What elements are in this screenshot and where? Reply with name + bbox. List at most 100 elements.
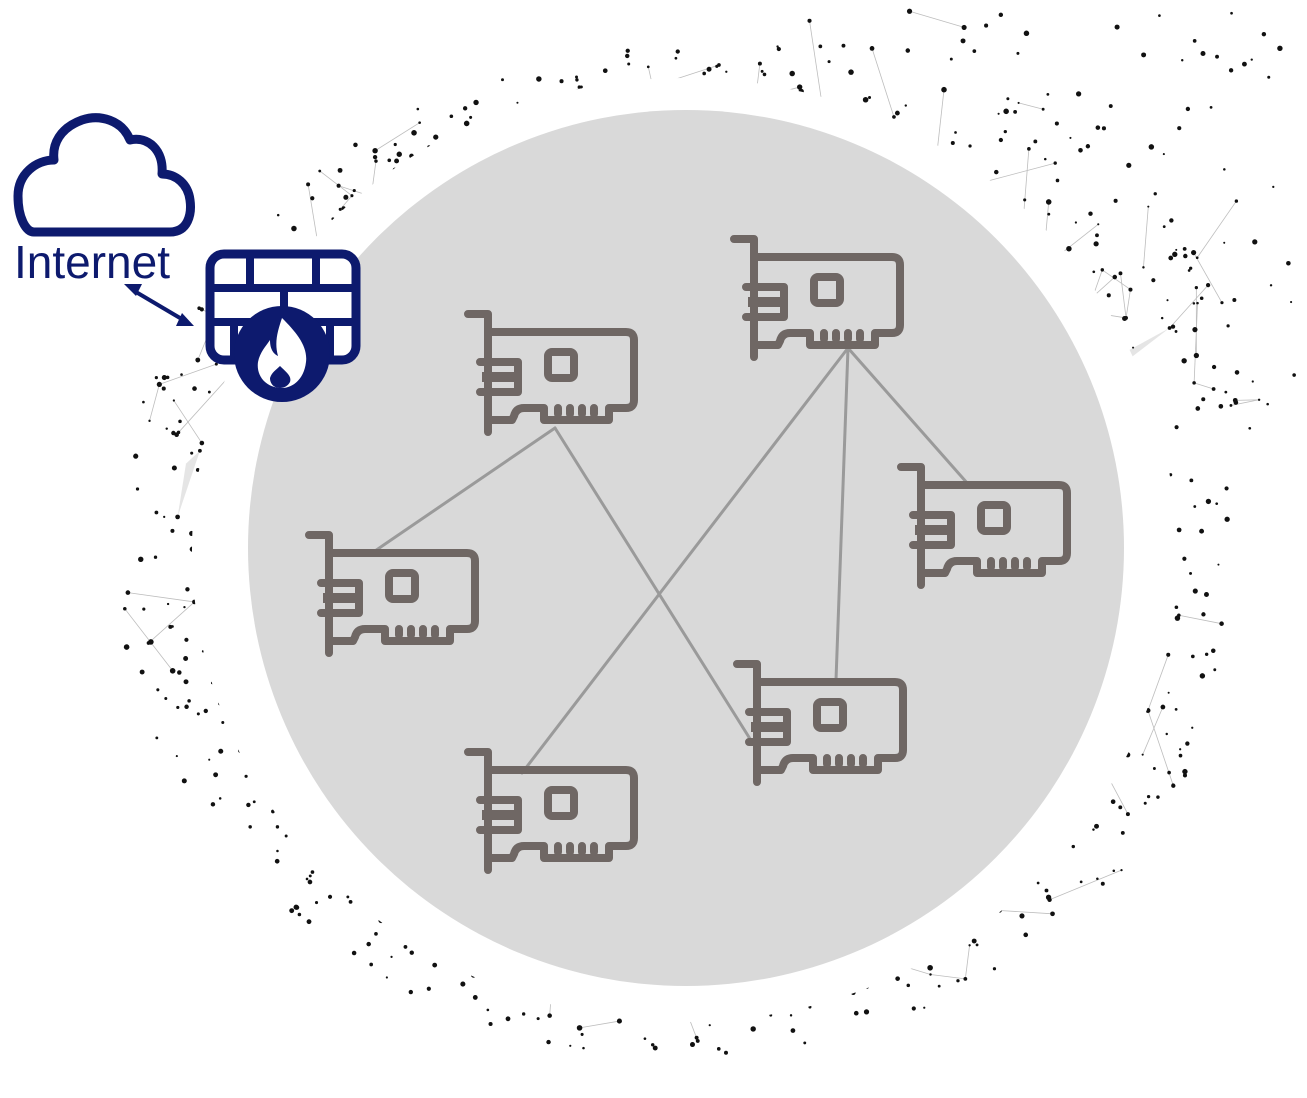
- mesh-dot: [1172, 251, 1178, 257]
- mesh-dot: [869, 46, 875, 51]
- mesh-dot: [1224, 390, 1228, 394]
- mesh-dot: [1213, 668, 1217, 672]
- mesh-dot: [183, 656, 189, 661]
- mesh-dot: [1162, 153, 1165, 156]
- mesh-dot: [343, 194, 349, 200]
- mesh-dot: [180, 373, 183, 376]
- mesh-dot: [1232, 397, 1238, 403]
- mesh-dot: [892, 115, 896, 119]
- mesh-dot: [1094, 823, 1099, 829]
- mesh-dot: [536, 1017, 540, 1021]
- mesh-dot: [706, 66, 712, 72]
- mesh-dot: [393, 142, 397, 147]
- mesh-dot: [154, 510, 159, 515]
- mesh-dot: [1219, 621, 1224, 626]
- mesh-dot: [1205, 283, 1211, 288]
- mesh-dot: [153, 555, 158, 559]
- internet-label: Internet: [14, 236, 170, 288]
- mesh-dot: [148, 419, 151, 423]
- mesh-dot: [166, 602, 170, 606]
- mesh-dot: [1195, 406, 1201, 411]
- mesh-dot: [1023, 932, 1029, 938]
- mesh-dot: [1146, 795, 1151, 799]
- mesh-dot: [310, 196, 315, 201]
- mesh-line: [1169, 284, 1209, 329]
- mesh-dot: [156, 381, 162, 388]
- mesh-dot: [252, 800, 256, 804]
- mesh-dot: [213, 772, 219, 778]
- mesh-line: [1193, 382, 1214, 390]
- mesh-dot: [992, 967, 997, 971]
- mesh-dot: [868, 96, 872, 100]
- mesh-line: [964, 945, 970, 979]
- mesh-dot: [1075, 91, 1082, 97]
- mesh-dot: [1092, 270, 1096, 274]
- mesh-dot: [1220, 301, 1224, 305]
- mesh-line: [173, 400, 203, 444]
- mesh-dot: [1171, 783, 1175, 787]
- mesh-dot: [1290, 300, 1293, 304]
- mesh-dot: [1019, 913, 1025, 919]
- mesh-line: [1193, 252, 1223, 303]
- mesh-dot: [1228, 68, 1234, 73]
- mesh-dot: [1232, 297, 1237, 302]
- mesh-dot: [1132, 346, 1135, 349]
- mesh-line: [1193, 303, 1198, 383]
- mesh-dot: [460, 981, 466, 987]
- mesh-dot: [1045, 199, 1052, 205]
- mesh-dot: [1027, 147, 1031, 151]
- mesh-dot: [1113, 198, 1118, 203]
- mesh-dot: [409, 950, 414, 955]
- mesh-dot: [338, 207, 342, 211]
- mesh-dot: [1189, 266, 1193, 270]
- mesh-dot: [221, 720, 225, 724]
- mesh-dot: [1156, 795, 1160, 799]
- mesh-line: [1102, 269, 1131, 290]
- mesh-line: [178, 375, 230, 433]
- mesh-dot: [403, 945, 408, 949]
- mesh-dot: [923, 1006, 926, 1009]
- mesh-dot: [1120, 830, 1125, 835]
- firewall-icon: [205, 249, 361, 402]
- mesh-dot: [1189, 478, 1194, 483]
- mesh-dot: [1053, 161, 1057, 165]
- mesh-dot: [627, 62, 631, 66]
- mesh-dot: [168, 624, 173, 629]
- mesh-dot: [643, 1037, 647, 1041]
- mesh-dot: [1226, 324, 1230, 328]
- network-links: [370, 346, 970, 775]
- mesh-dot: [906, 8, 913, 14]
- mesh-dot: [790, 1028, 796, 1033]
- mesh-dot: [246, 802, 251, 808]
- mesh-dot: [123, 644, 130, 650]
- mesh-dot: [807, 18, 812, 23]
- mesh-dot: [762, 72, 767, 77]
- mesh-triangle: [1109, 328, 1170, 375]
- mesh-dot: [1108, 104, 1113, 109]
- mesh-dot: [418, 121, 421, 125]
- mesh-dot: [941, 86, 947, 93]
- mesh-dot: [1036, 881, 1040, 885]
- mesh-dot: [505, 1016, 511, 1022]
- mesh-dot: [1118, 271, 1123, 276]
- mesh-dot: [675, 49, 680, 54]
- mesh-dot: [1003, 108, 1009, 115]
- mesh-dot: [1190, 654, 1195, 659]
- mesh-dot: [1112, 869, 1116, 873]
- mesh-dot: [1153, 192, 1157, 196]
- mesh-dot: [1095, 233, 1099, 238]
- mesh-dot: [927, 964, 933, 971]
- mesh-dot: [1182, 768, 1188, 775]
- mesh-dot: [579, 85, 583, 89]
- mesh-dot: [984, 23, 989, 28]
- mesh-dot: [1185, 106, 1191, 112]
- mesh-dot: [602, 68, 608, 74]
- link-nic-3-nic-4: [846, 346, 970, 486]
- mesh-dot: [776, 46, 781, 52]
- mesh-dot: [1050, 911, 1055, 917]
- mesh-dot: [1152, 767, 1156, 770]
- mesh-dot: [863, 1009, 870, 1015]
- mesh-dot: [1148, 144, 1155, 150]
- mesh-dot: [1016, 51, 1020, 55]
